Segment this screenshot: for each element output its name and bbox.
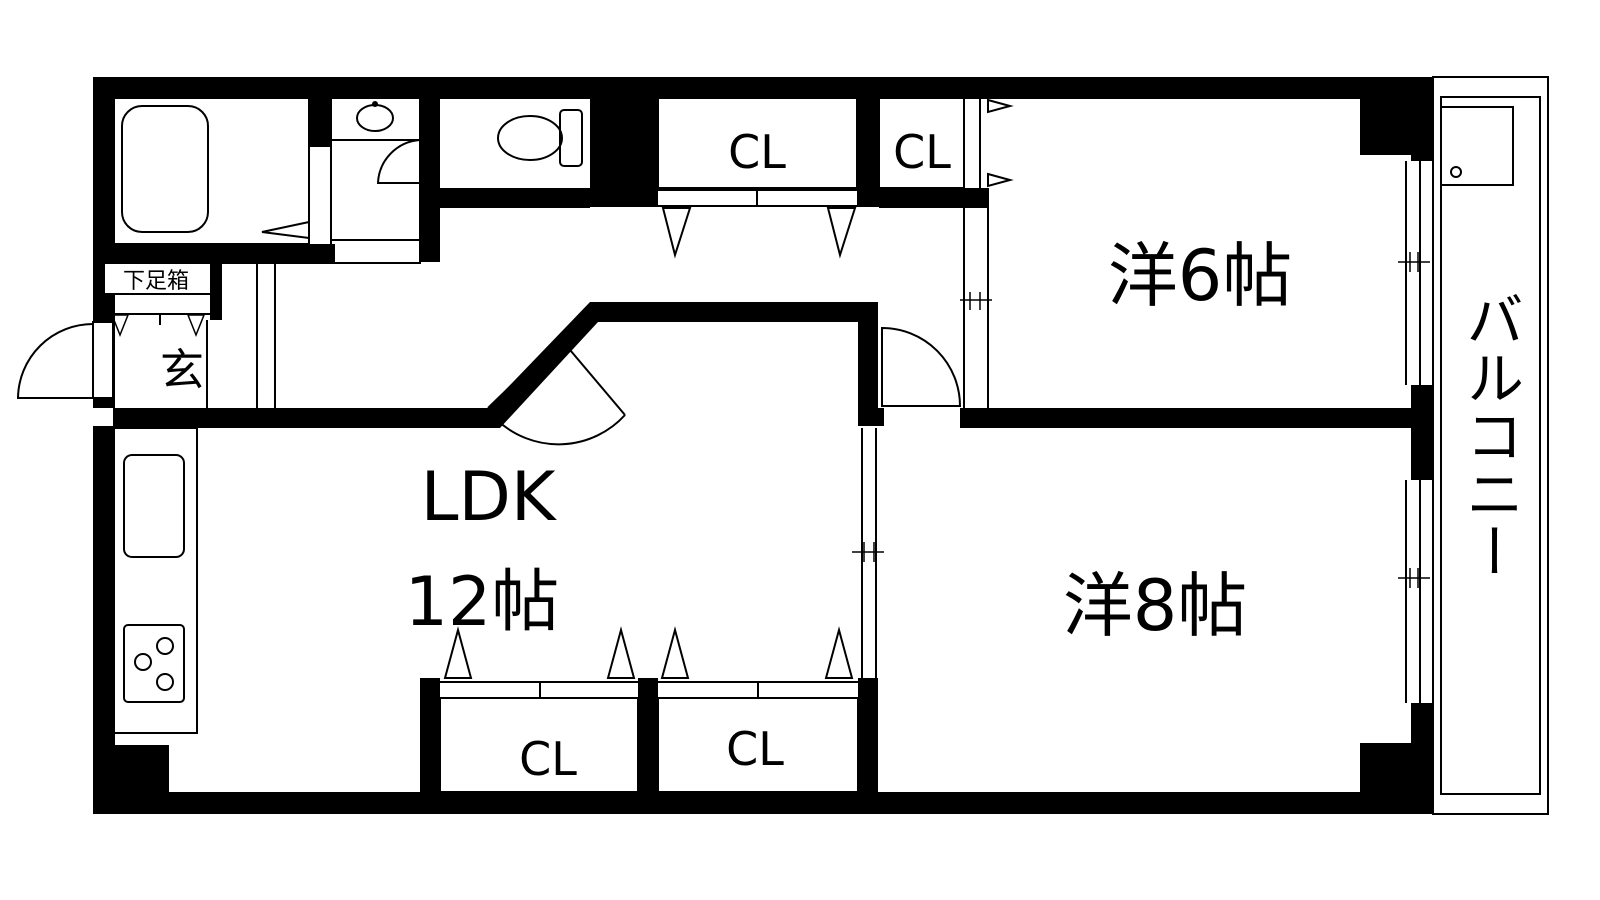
washroom <box>330 96 421 264</box>
room-labels: 洋6帖 洋8帖 LDK 12帖 玄 下足箱 バルコニー CL CL CL CL <box>123 125 1524 786</box>
ldk-size-label: 12帖 <box>405 563 560 642</box>
upper-closets <box>657 96 1014 259</box>
bedroom-a-fittings <box>881 161 1430 408</box>
balcony-label: バルコニー <box>1456 290 1524 580</box>
toilet-icon <box>497 109 583 167</box>
washing-machine-pan-icon <box>1440 106 1514 186</box>
bathtub-icon <box>121 105 209 233</box>
lower-closets <box>439 626 859 793</box>
balcony <box>1432 76 1549 815</box>
bedroom-a-label: 洋6帖 <box>1108 235 1293 317</box>
shoe-cabinet-label: 下足箱 <box>123 269 189 294</box>
entrance <box>16 264 276 408</box>
closet-label-4: CL <box>726 722 784 776</box>
washbasin-icon <box>356 101 394 132</box>
kitchen <box>112 427 198 734</box>
closet-label-3: CL <box>519 732 577 786</box>
washroom-door <box>376 139 421 184</box>
entrance-label: 玄 <box>160 345 204 396</box>
toilet <box>497 109 583 167</box>
sink-icon <box>123 454 185 558</box>
ldk-label: LDK <box>421 458 558 537</box>
bedroom-b-label: 洋8帖 <box>1063 565 1248 647</box>
bedroom-b-fittings <box>852 428 1430 703</box>
interior-walls <box>113 97 1415 798</box>
front-door <box>16 321 114 399</box>
bathroom <box>112 96 310 245</box>
closet-label-2: CL <box>893 125 951 179</box>
stove-icon <box>123 624 185 703</box>
ldk-door <box>487 337 626 446</box>
closet-label-1: CL <box>728 125 786 179</box>
